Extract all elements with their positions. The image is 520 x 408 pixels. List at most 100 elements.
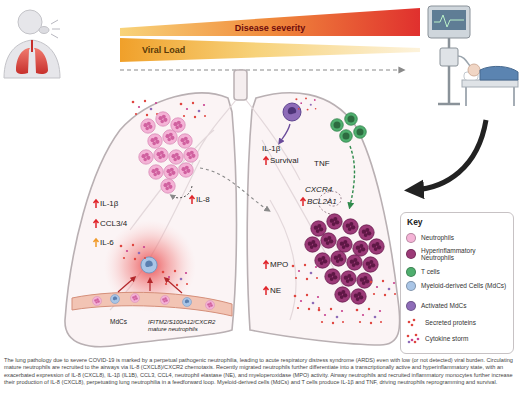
migration-arrow — [200, 168, 268, 210]
bed-frame — [462, 80, 518, 87]
mdc-cell — [183, 298, 192, 307]
monitor-trace — [434, 15, 464, 27]
blood-vessel — [72, 292, 232, 316]
neutrophil — [161, 296, 170, 305]
hyperinflammatory-neutrophil — [357, 273, 372, 288]
legend-swatch — [406, 233, 416, 243]
increase-arrow — [301, 198, 306, 206]
protein-dot — [407, 335, 410, 338]
ards-arrow — [414, 120, 486, 190]
cytokine-storm — [318, 308, 344, 324]
secreted-proteins — [295, 97, 316, 110]
neutrophil — [149, 165, 163, 179]
protein-dot — [414, 341, 417, 344]
hyperinflammatory-neutrophil — [305, 237, 320, 252]
increase-arrow — [190, 196, 195, 204]
person-lung — [16, 48, 30, 74]
protein-dot — [415, 334, 418, 337]
cell-label: MdCs — [110, 319, 127, 326]
legend-text: Myeloid-derived Cells (MdCs) — [421, 282, 506, 289]
increase-arrow — [94, 220, 99, 228]
cytokine-storm — [294, 294, 320, 310]
gene-label: CXCR4 — [305, 186, 332, 194]
cough-lines — [51, 20, 60, 38]
legend-row: Myeloid-derived Cells (MdCs) — [406, 281, 510, 291]
neutrophil — [206, 301, 215, 310]
enzyme-label: NE — [270, 287, 281, 295]
protein-dot — [411, 324, 414, 327]
ventilator-unit — [440, 48, 458, 66]
hyperinflammatory-neutrophil — [347, 255, 362, 270]
hyperinflammatory-neutrophil — [335, 287, 350, 302]
figure-caption: The lung pathology due to severe COVID-1… — [4, 357, 516, 386]
legend-text: Cytokine storm — [425, 335, 468, 342]
neutrophil — [141, 119, 155, 133]
legend-text: Hyperinflammatory Neutrophils — [421, 247, 510, 262]
neutrophil — [184, 148, 198, 162]
legend-text: Secreted proteins — [425, 319, 476, 326]
neutrophil — [161, 179, 175, 193]
legend-dots — [406, 317, 420, 329]
hyperinflammatory-neutrophil — [337, 237, 352, 252]
increase-arrow — [264, 261, 269, 269]
hyperinflammatory-neutrophil — [341, 271, 356, 286]
il1b-arrow — [280, 124, 290, 142]
neutrophil — [93, 297, 102, 306]
cytokine-storm — [356, 308, 382, 324]
t-cell — [331, 119, 344, 132]
neutrophil — [164, 165, 178, 179]
protein-dot — [417, 338, 420, 341]
cytokine-label: TNF — [314, 160, 330, 168]
legend-swatch — [406, 301, 416, 311]
t-cell — [340, 130, 353, 143]
patient-head — [468, 64, 480, 76]
mdc-cell — [111, 295, 120, 304]
neutrophil — [148, 134, 162, 148]
cytokine-storm — [370, 280, 396, 296]
cytokine-label: IL-6 — [100, 239, 114, 247]
protein-dot — [408, 321, 411, 324]
person-hand — [39, 27, 49, 34]
neutrophil — [178, 134, 192, 148]
increase-arrow — [264, 287, 269, 295]
recruitment-arrow — [166, 279, 182, 293]
feedforward-loop — [172, 186, 192, 198]
chemokine-label: IL-8 — [196, 196, 210, 204]
neutrophil — [156, 112, 170, 126]
outcome-label: Survival — [270, 157, 298, 165]
key-box: KeyNeutrophilsHyperinflammatory Neutroph… — [400, 212, 514, 354]
node-text: Disease severity — [235, 23, 306, 33]
neutrophil — [169, 150, 183, 164]
patient-blanket — [480, 66, 518, 80]
secreted-proteins — [132, 100, 158, 116]
gene-label: BCL2A1 — [307, 198, 337, 206]
secreted-proteins — [162, 270, 188, 286]
mdc-cell — [141, 257, 157, 273]
increase-arrow — [94, 239, 99, 247]
legend-row: Cytokine storm — [406, 333, 510, 345]
severity-wedge: Disease severity — [120, 8, 420, 36]
cytokine-label: IL-1β — [262, 145, 280, 153]
right-lung — [247, 93, 399, 345]
recruitment-arrow — [149, 280, 150, 291]
cytokine-storm — [292, 264, 318, 280]
protein-dot — [408, 341, 411, 344]
hyperinflammatory-neutrophil — [331, 251, 346, 266]
legend-row: Neutrophils — [406, 233, 510, 243]
person-trachea — [31, 40, 33, 52]
legend-swatch — [406, 249, 416, 259]
t-cell — [345, 113, 358, 126]
legend-row: Secreted proteins — [406, 317, 510, 329]
legend-text: Activated MdCs — [421, 302, 467, 309]
hyperinflammatory-neutrophil — [325, 269, 340, 284]
ventilator-stand — [438, 38, 460, 104]
increase-arrow — [94, 200, 99, 208]
viral-load-wedge: Viral Load — [120, 38, 420, 62]
hyperinflammatory-neutrophil — [327, 214, 342, 229]
increase-arrow — [264, 157, 269, 165]
legend-row: Hyperinflammatory Neutrophils — [406, 247, 510, 262]
hyperinflammatory-neutrophil — [359, 225, 374, 240]
hyperinflammatory-neutrophil — [353, 241, 368, 256]
progression-arrow — [120, 69, 402, 70]
